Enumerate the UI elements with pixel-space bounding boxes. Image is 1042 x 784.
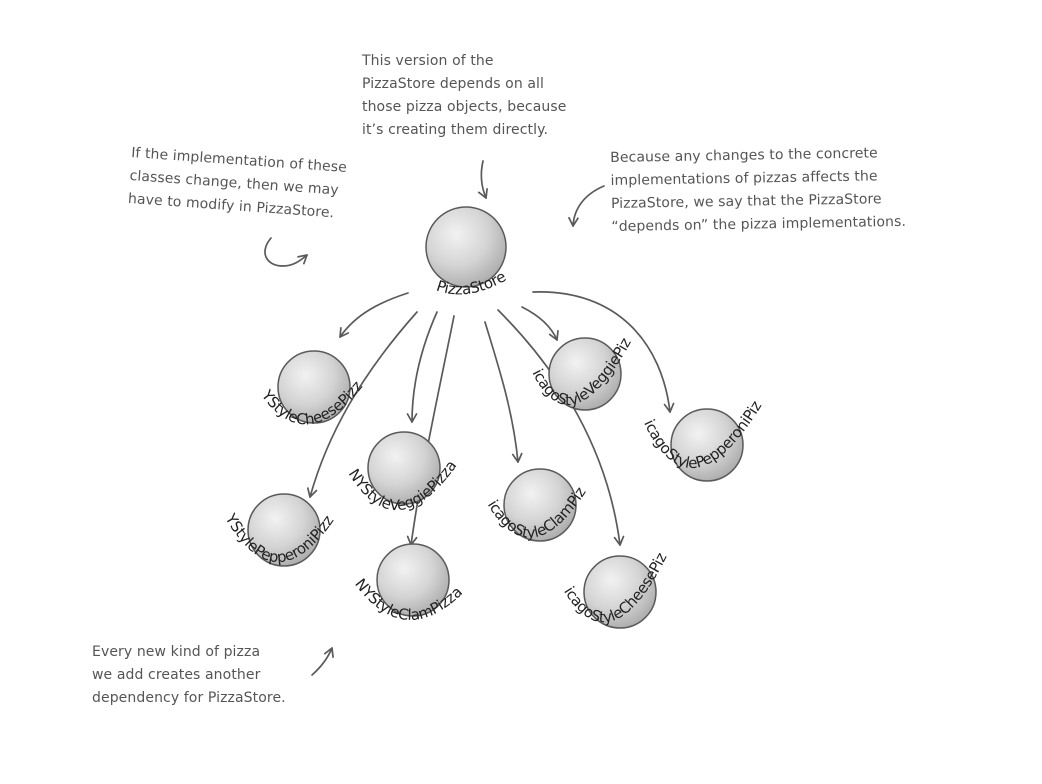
dependency-arrow-ny-veggie (406, 311, 438, 423)
ny-pepperoni-pizza-label: NYStylePepperoniPizza (0, 0, 337, 566)
chicago-pepperoni-pizza-label: ChicagoStylePepperoniPizza (0, 0, 765, 472)
chicago-clam-pizza-node (503, 468, 577, 542)
note-direct-creation: This version of the PizzaStore depends o… (362, 53, 567, 138)
dependency-arrow-chicago-pepperoni (532, 291, 675, 413)
dependency-arrow-ny-cheese (339, 292, 409, 338)
pizza-store-node (425, 206, 507, 288)
note-new-dependency: Every new kind of pizza we add creates a… (92, 644, 286, 706)
chicago-pepperoni-pizza-node (670, 408, 744, 482)
dependency-arrow-chicago-clam (484, 321, 523, 463)
chicago-cheese-pizza-label: ChicagoStyleCheesePizza (0, 0, 671, 627)
chicago-veggie-pizza-label: ChicagoStyleVeggiePizza (0, 0, 635, 409)
dependency-arrow-chicago-veggie (521, 306, 559, 341)
ny-pepperoni-pizza-node (247, 493, 321, 567)
ny-veggie-pizza-node (367, 431, 441, 505)
dependency-arrow-ny-clam (406, 315, 455, 546)
dependency-arrow-chicago-cheese (497, 309, 625, 546)
arrow-bottom-note (311, 647, 334, 676)
arrow-right-note (568, 185, 605, 227)
dependency-arrow-ny-pepperoni (306, 311, 418, 498)
ny-clam-pizza-node (376, 543, 450, 617)
ny-cheese-pizza-node (277, 350, 351, 424)
chicago-cheese-pizza-node (583, 555, 657, 629)
arrow-left-note (264, 237, 308, 267)
chicago-veggie-pizza-node (548, 337, 622, 411)
arrow-top-note (477, 160, 488, 199)
